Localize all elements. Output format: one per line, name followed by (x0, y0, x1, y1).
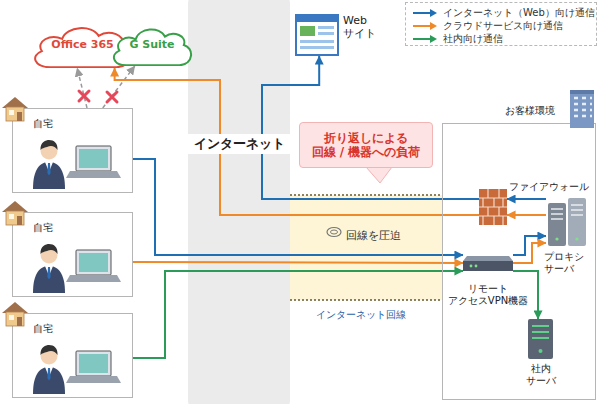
text-slot: リモート アクセスVPN機器 (448, 283, 528, 308)
website-icon: Web サイト (295, 14, 339, 56)
callout-box: 折り返しによる 回線 / 機器への負荷 (299, 122, 433, 168)
line-label: インターネット回線 (316, 309, 406, 321)
node-label: Office 365 (51, 38, 113, 51)
icon-graphic (295, 14, 339, 56)
home-box: 自宅 (12, 108, 133, 193)
callout-tail (366, 167, 392, 183)
connector (507, 198, 546, 200)
customer-site-box: お客様環境ファイアウォールプロキシ サーバリモート アクセスVPN機器社内 サー… (442, 123, 596, 400)
icon-graphic (1, 300, 29, 328)
band-edge (290, 194, 442, 196)
node-label: 自宅 (33, 323, 53, 335)
icon-graphic (29, 137, 121, 189)
icon-graphic (479, 189, 507, 225)
internet-band: インターネット (188, 0, 290, 404)
text-slot: Web サイト (343, 14, 376, 41)
node-label: 折り返しによる 回線 / 機器への負荷 (311, 131, 421, 160)
icon-graphic (546, 197, 588, 247)
vpn-device-icon: リモート アクセスVPN機器 (463, 247, 513, 279)
band-edge (290, 299, 442, 301)
legend-text: クラウドサービス向け通信 (443, 20, 563, 32)
legend-text: インターネット（Web）向け通信 (443, 7, 595, 19)
node-label: インターネット (188, 134, 291, 154)
home-box: 自宅 (12, 212, 133, 297)
connector (513, 236, 546, 255)
legend-text: 社内向け通信 (443, 33, 503, 45)
node-label: リモート アクセスVPN機器 (448, 283, 528, 307)
internet-band (188, 0, 290, 404)
node-label: G Suite (129, 38, 174, 51)
internal-server-icon: 社内 サーバ (523, 319, 558, 359)
text-slot: 折り返しによる 回線 / 機器への負荷 (300, 123, 432, 167)
text-slot: 自宅 (33, 112, 53, 131)
legend-row: インターネット（Web）向け通信 (412, 6, 596, 19)
text-slot: プロキシ サーバ (544, 251, 584, 276)
text-slot: インターネット回線 (316, 303, 406, 322)
connector (507, 214, 546, 216)
connector (133, 262, 463, 263)
text-slot: ファイアウォール (509, 175, 589, 194)
node-label: プロキシ サーバ (544, 251, 584, 275)
legend-row: クラウドサービス向け通信 (412, 19, 596, 32)
congestion-band: 回線を圧迫 (290, 195, 442, 300)
congestion-band (290, 195, 442, 300)
legend-sample (412, 35, 438, 43)
icon-graphic (29, 342, 121, 394)
connector (103, 66, 135, 108)
proxy-server-icon: プロキシ サーバ (546, 197, 588, 247)
icon-graphic (326, 226, 342, 238)
legend-sample (412, 9, 438, 17)
text-slot: Office 365 (29, 22, 136, 68)
icon-graphic (567, 88, 597, 128)
legend-box: インターネット（Web）向け通信クラウドサービス向け通信社内向け通信 (405, 2, 597, 46)
node-label: 自宅 (33, 118, 53, 130)
legend-row: 社内向け通信 (412, 32, 596, 45)
node-label: 自宅 (33, 222, 53, 234)
legend-sample (412, 22, 438, 30)
icon-graphic (463, 247, 513, 279)
node-label: Web サイト (343, 14, 376, 40)
blocked-mark (107, 92, 117, 102)
text-slot: G Suite (109, 24, 195, 66)
cloud-service: G Suite (109, 24, 195, 66)
node-label: 社内 サーバ (526, 363, 556, 387)
home-box: 自宅 (12, 313, 133, 398)
connector (133, 159, 463, 255)
firewall-icon: ファイアウォール (479, 189, 507, 225)
text-slot: インターネット (188, 133, 290, 154)
text-slot: 社内 サーバ (526, 363, 556, 388)
node-label: ファイアウォール (509, 181, 589, 193)
text-slot: お客様環境 (505, 99, 555, 118)
text-slot: 自宅 (33, 216, 53, 235)
node-label: 回線を圧迫 (346, 229, 401, 242)
connector (133, 271, 463, 358)
text-slot: 回線を圧迫 (346, 224, 401, 243)
icon-graphic (29, 241, 121, 293)
icon-graphic (523, 319, 558, 359)
cloud-service: Office 365 (29, 22, 136, 68)
node-label: お客様環境 (505, 105, 555, 117)
text-slot: 自宅 (33, 317, 53, 336)
icon-graphic (1, 199, 29, 227)
blocked-mark (79, 91, 89, 101)
connector (115, 68, 479, 215)
icon-graphic (1, 95, 29, 123)
connector (513, 243, 546, 263)
connector (262, 56, 479, 199)
